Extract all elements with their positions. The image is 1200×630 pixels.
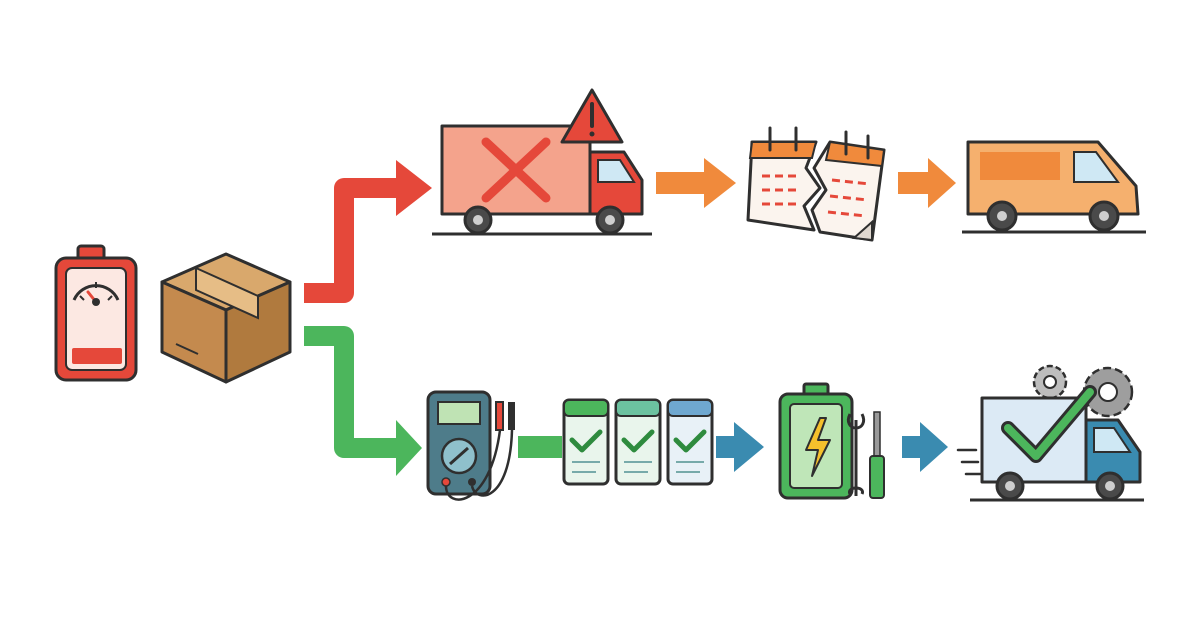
delivery-van-icon	[962, 140, 1146, 234]
cardboard-box-icon	[160, 252, 292, 384]
gear-icon	[1082, 366, 1134, 418]
multimeter-icon	[426, 390, 515, 501]
checklist-cards-icon	[562, 398, 714, 486]
low-battery-gauge-icon	[54, 244, 138, 382]
charged-battery-tools-icon	[778, 382, 885, 500]
failure-branch-arrow	[304, 160, 432, 303]
truck-blocked-warning-icon	[432, 88, 652, 236]
success-step-arrow-2	[716, 422, 764, 472]
success-step-arrow-3	[902, 422, 948, 472]
gear-icon	[1032, 364, 1068, 400]
torn-calendar-icon	[746, 126, 886, 242]
truck-approved-gears-icon	[956, 364, 1144, 502]
failure-step-arrow-1	[656, 158, 736, 208]
success-branch-arrow	[304, 326, 422, 476]
failure-step-arrow-2	[898, 158, 956, 208]
success-step-arrow-1	[518, 436, 562, 458]
